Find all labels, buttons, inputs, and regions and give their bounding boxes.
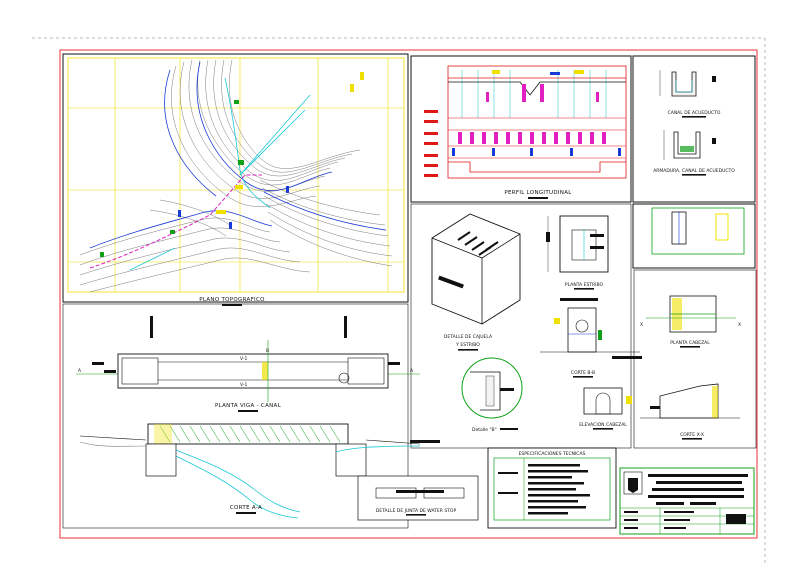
longitudinal-profile-title: PERFIL LONGITUDINAL — [504, 190, 572, 196]
planta-cabezal-title: PLANTA CABEZAL — [670, 340, 710, 346]
technical-specifications: ESPECIFICACIONES TECNICAS — [487, 447, 617, 529]
topographic-plan: PLANO TOPOGRAFICO — [62, 53, 409, 306]
elevacion-cabezal-title: ELEVACION CABEZAL — [579, 422, 627, 428]
planta-estribo-title: PLANTA ESTRIBO — [565, 282, 604, 288]
abutment-details: DETALLE DE CAJUELA Y ESTRIBO PLANTA ESTR… — [410, 203, 642, 449]
marker-x-right: X — [738, 322, 741, 328]
topographic-plan-title: PLANO TOPOGRAFICO — [199, 297, 265, 303]
beam-v1-label-top: V-1 — [240, 356, 247, 362]
corte-bb-title: CORTE B-B — [571, 370, 595, 376]
planta-viga-title: PLANTA VIGA - CANAL — [215, 403, 282, 409]
crop-frame — [32, 37, 766, 565]
detalle-b-title: Detalle "B" — [472, 427, 497, 433]
aqueduct-reinforcement-title: ARMADURA, CANAL DE ACUEDUCTO — [653, 168, 735, 174]
longitudinal-profile: PERFIL LONGITUDINAL — [410, 55, 632, 203]
cajuela-detail-title-2: Y ESTRIBO — [455, 342, 480, 348]
aqueduct-canal-section: CANAL DE ACUEDUCTO ARMADURA, CANAL DE AC… — [632, 55, 756, 203]
sheet-border — [59, 49, 758, 539]
aqueduct-canal-title: CANAL DE ACUEDUCTO — [668, 110, 721, 116]
title-block — [619, 467, 755, 535]
corte-aa-title: CORTE A-A — [230, 505, 262, 511]
marker-b-top: B — [266, 348, 269, 354]
specifications-title: ESPECIFICACIONES TECNICAS — [519, 451, 586, 457]
beam-v1-label-bottom: V-1 — [240, 382, 247, 388]
cajuela-detail-title-1: DETALLE DE CAJUELA — [444, 334, 493, 340]
corte-xx-title: CORTE X-X — [680, 432, 704, 438]
marker-a-right: A — [410, 368, 414, 374]
marker-a-left: A — [78, 368, 82, 374]
beam-plan: A A V-1 V-1 B PLANTA VIGA - CANAL — [62, 303, 440, 529]
headwall-details: X X PLANTA CABEZAL CORTE X-X — [633, 269, 757, 449]
water-stop-detail: DETALLE DE JUNTA DE WATER STOP — [357, 475, 479, 521]
water-stop-title: DETALLE DE JUNTA DE WATER STOP — [376, 508, 457, 514]
reinforcement-detail-box — [632, 203, 756, 269]
marker-x-left: X — [640, 322, 643, 328]
